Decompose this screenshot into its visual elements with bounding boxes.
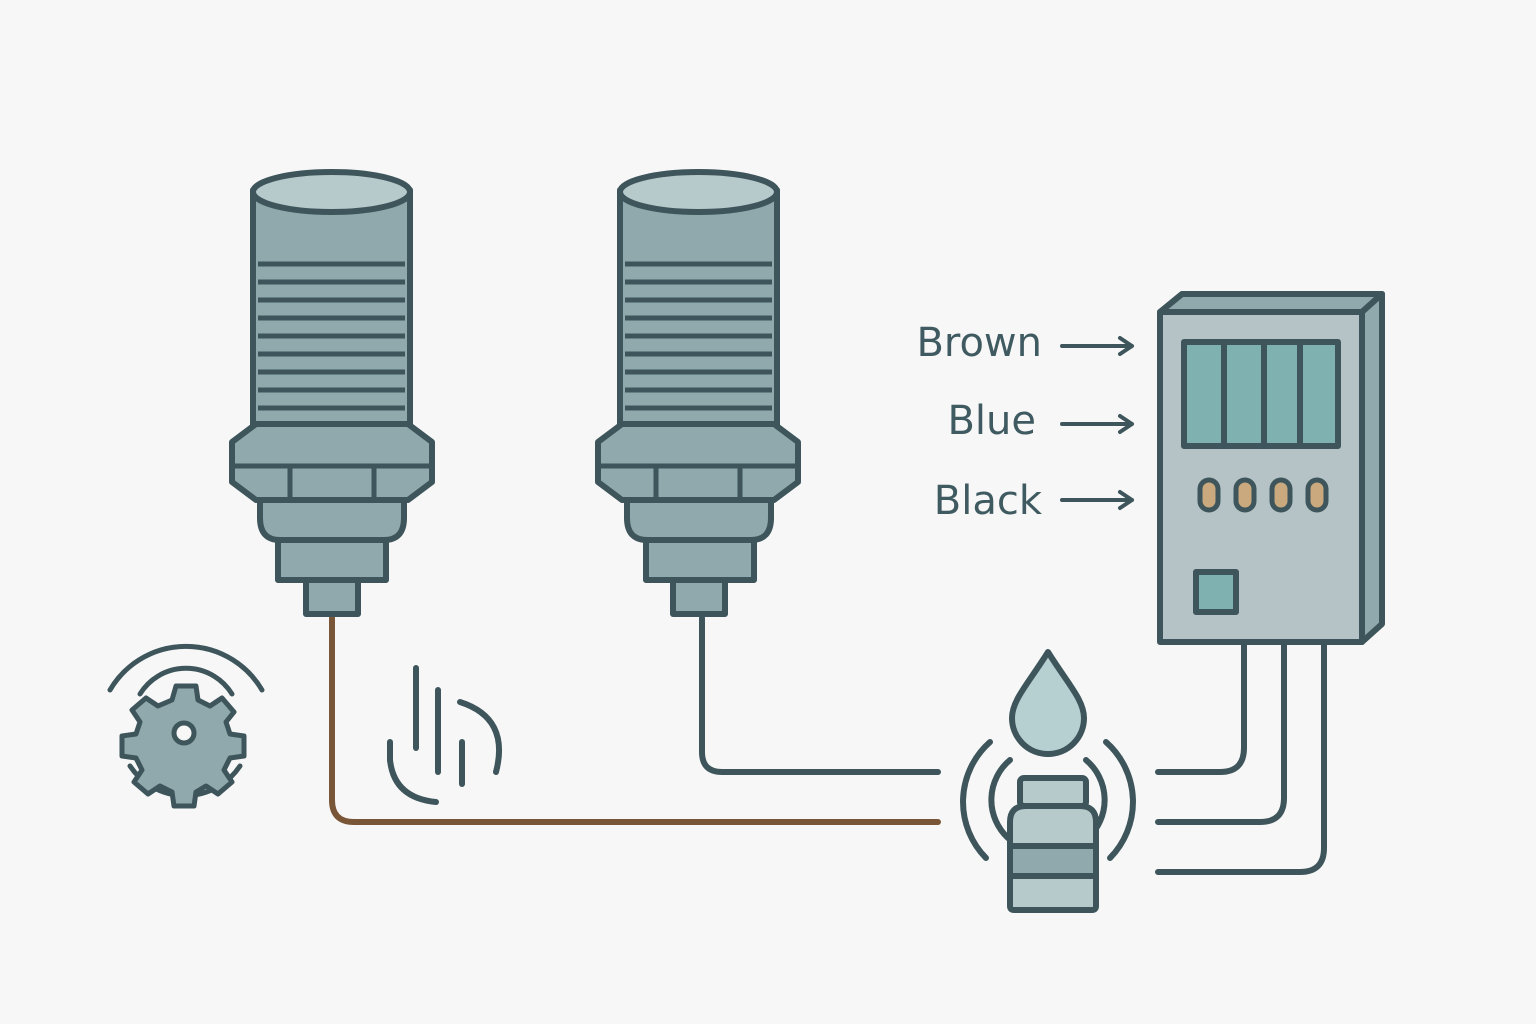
proximity-sensor-1 — [229, 169, 435, 617]
sensor-2-threads — [625, 261, 772, 429]
bottle-icon — [1007, 775, 1099, 913]
wires — [329, 615, 1327, 875]
arrow-brown-icon — [1060, 336, 1134, 356]
panel-wire-1 — [1155, 639, 1247, 775]
panel-wire-2 — [1155, 639, 1287, 825]
arrow-black-icon — [1060, 490, 1134, 510]
brown-wire — [329, 615, 941, 825]
panel-button — [1193, 569, 1239, 615]
panel-wire-3 — [1155, 639, 1327, 875]
control-panel — [1157, 291, 1385, 645]
indicator-lights — [1197, 477, 1329, 513]
wire-labels: Brown Blue Black — [916, 320, 1134, 524]
arrow-blue-icon — [1060, 414, 1134, 434]
gear-icon — [119, 683, 247, 809]
label-blue: Blue — [947, 398, 1036, 444]
label-black: Black — [934, 478, 1043, 524]
label-arrows — [1060, 336, 1134, 510]
liquid-drop-icon — [1009, 649, 1087, 757]
label-brown: Brown — [916, 320, 1042, 366]
gear-vibration-icon — [107, 643, 265, 809]
proximity-sensor-2 — [595, 169, 801, 617]
sensor-2-wire — [699, 615, 941, 775]
sensor-1-threads — [258, 261, 405, 429]
hand-wave-icon — [387, 665, 503, 805]
